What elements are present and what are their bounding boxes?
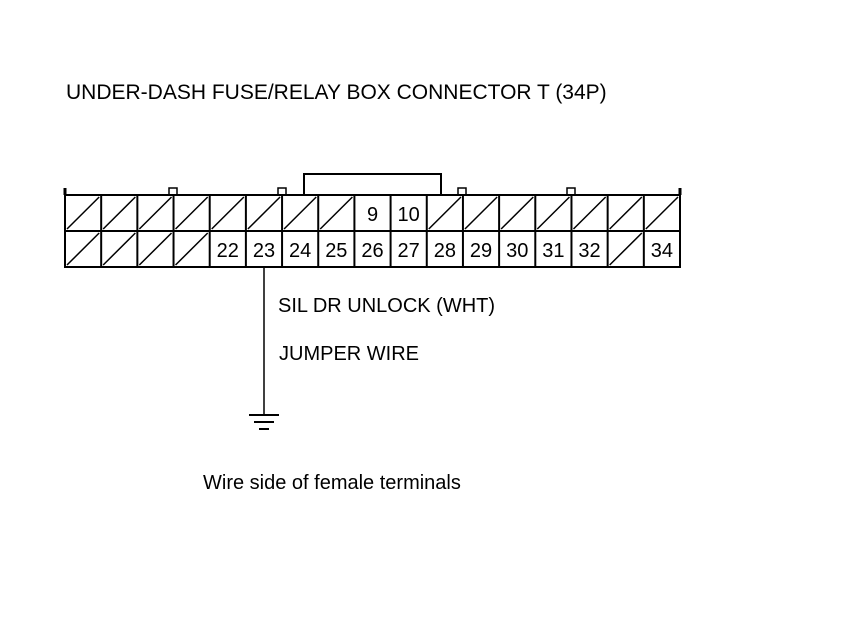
unused-terminal-hatch <box>536 196 570 230</box>
wire-signal-label: SIL DR UNLOCK (WHT) <box>278 295 495 317</box>
connector-key-bump <box>168 187 178 196</box>
unused-terminal-hatch <box>319 196 353 230</box>
unused-terminal-hatch <box>175 232 209 266</box>
terminal-24: 24 <box>289 240 311 262</box>
unused-terminal-hatch <box>66 196 100 230</box>
unused-terminal-hatch <box>609 232 643 266</box>
terminal-28: 28 <box>434 240 456 262</box>
unused-terminal-hatch <box>66 232 100 266</box>
unused-terminal-hatch <box>428 196 462 230</box>
unused-terminal-hatch <box>102 196 136 230</box>
terminal-10: 10 <box>398 204 420 226</box>
terminal-26: 26 <box>361 240 383 262</box>
diagram-title: UNDER-DASH FUSE/RELAY BOX CONNECTOR T (3… <box>66 81 607 104</box>
connector-lock-tab <box>303 173 442 195</box>
unused-terminal-hatch <box>609 196 643 230</box>
unused-terminal-hatch <box>102 232 136 266</box>
unused-terminal-hatch <box>138 196 173 230</box>
jumper-wire-label: JUMPER WIRE <box>279 343 419 365</box>
unused-terminal-hatch <box>175 196 209 230</box>
unused-terminal-hatch <box>283 196 317 230</box>
unused-terminal-hatch <box>138 232 173 266</box>
terminal-27: 27 <box>398 240 420 262</box>
unused-terminal-hatch <box>500 196 534 230</box>
unused-terminal-hatch <box>645 196 679 230</box>
ground-symbol-icon <box>249 414 279 430</box>
terminal-29: 29 <box>470 240 492 262</box>
terminal-32: 32 <box>578 240 600 262</box>
terminal-31: 31 <box>542 240 564 262</box>
connector-key-bump <box>457 187 467 196</box>
connector-cells: 9 10 22 23 24 25 26 27 28 29 30 31 32 34 <box>66 195 679 267</box>
terminal-22: 22 <box>217 240 239 262</box>
unused-terminal-hatch <box>464 196 498 230</box>
connector-body: 9 10 22 23 24 25 26 27 28 29 30 31 32 34 <box>63 173 682 268</box>
connector-key-bump <box>566 187 576 196</box>
unused-terminal-hatch <box>247 196 281 230</box>
terminal-23: 23 <box>253 240 275 262</box>
terminal-34: 34 <box>651 240 673 262</box>
unused-terminal-hatch <box>211 196 245 230</box>
diagram-caption: Wire side of female terminals <box>203 472 461 494</box>
terminal-25: 25 <box>325 240 347 262</box>
terminal-9: 9 <box>367 204 378 226</box>
unused-terminal-hatch <box>572 196 607 230</box>
terminal-30: 30 <box>506 240 528 262</box>
connector-key-bump <box>277 187 287 196</box>
